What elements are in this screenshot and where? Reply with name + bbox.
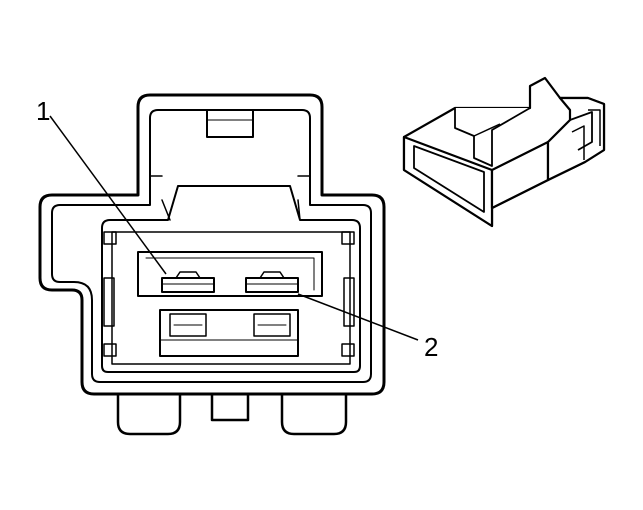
- connector-bottom-legs: [116, 390, 348, 436]
- connector-isometric-view: [402, 76, 606, 228]
- corner-block-top-right: [341, 231, 355, 245]
- terminal-1: [161, 271, 215, 293]
- callout-label-1: 1: [36, 96, 50, 126]
- iso-opening: [413, 145, 485, 213]
- terminal-window: [137, 251, 323, 297]
- corner-block-bottom-right: [341, 343, 355, 357]
- latch-tab: [206, 109, 254, 138]
- callout-2: 2: [297, 293, 438, 362]
- connector-housing-inner: [51, 109, 372, 383]
- callout-label-2: 2: [424, 332, 438, 362]
- terminal-cavity: [101, 185, 361, 373]
- side-slot-left: [103, 277, 115, 327]
- side-slot-right: [343, 277, 355, 327]
- iso-rear-block: [546, 96, 606, 182]
- corner-block-bottom-left: [103, 343, 117, 357]
- corner-block-top-left: [103, 231, 117, 245]
- callout-1: 1: [36, 96, 167, 275]
- iso-latch: [454, 107, 531, 167]
- cavity-inner-wall: [111, 231, 351, 365]
- terminal-2: [245, 271, 299, 293]
- terminal-lock-block: [159, 309, 299, 357]
- connector-front-view: [38, 93, 386, 436]
